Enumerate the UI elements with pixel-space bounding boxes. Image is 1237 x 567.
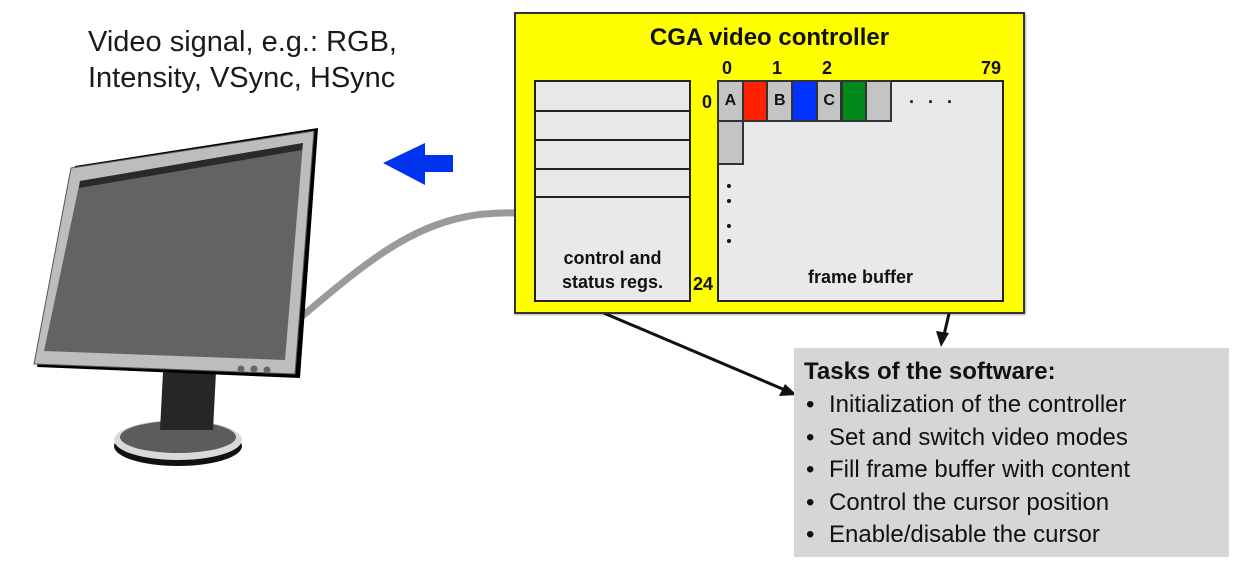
register-divider [536,196,689,198]
frame-buffer-cell [791,80,818,122]
video-signal-line-1: Video signal, e.g.: RGB, [88,26,397,58]
monitor-icon [33,128,318,466]
bullet-icon: • [806,391,815,418]
column-label-79: 79 [981,58,1002,78]
tasks-list: • Initialization of the controller • Set an… [804,389,1219,552]
frame-buffer-label: frame buffer [807,267,914,287]
column-label-0: 0 [722,58,733,78]
frame-buffer-cell-row-1 [717,120,744,165]
register-divider [536,110,689,112]
bullet-icon: • [806,521,815,548]
vertical-ellipsis-dot [727,239,731,243]
arrow-left-icon [383,143,453,185]
bullet-icon: • [806,488,815,516]
row-label-24: 24 [693,274,714,294]
horizontal-ellipsis: · · · [909,92,957,112]
column-label-2: 2 [822,58,833,78]
frame-buffer-cell: C [815,80,843,122]
task-item: • Fill frame buffer with content [804,454,1219,487]
frame-buffer-cell: B [766,80,794,122]
task-item: • Enable/disable the cursor [804,519,1219,552]
cable-icon [296,209,520,322]
tasks-title: Tasks of the software: [804,358,1056,385]
software-tasks-panel: Tasks of the software: • Initialization o… [794,348,1229,557]
task-item-text: Control the cursor position [829,488,1110,516]
frame-buffer-cell [840,80,868,122]
task-item: • Set and switch video modes [804,422,1219,455]
task-item: • Initialization of the controller [804,389,1219,422]
vertical-ellipsis-dot [727,199,731,203]
frame-buffer-cell [741,80,769,122]
registers-label-line-1: control and [563,248,662,268]
vertical-ellipsis-dot [727,224,731,228]
registers-label: control and status regs. [536,246,689,294]
vertical-ellipsis-dot [727,184,731,188]
task-item-text: Enable/disable the cursor [829,521,1100,548]
cga-controller-box: CGA video controller control and status … [514,12,1025,314]
register-divider [536,168,689,170]
task-item-text: Initialization of the controller [829,391,1127,418]
registers-label-line-2: status regs. [561,272,664,292]
task-item-text: Fill frame buffer with content [829,456,1131,483]
video-signal-label: Video signal, e.g.: RGB, Intensity, VSyn… [88,24,397,96]
register-divider [536,139,689,141]
row-label-0: 0 [702,92,713,112]
column-label-1: 1 [772,58,783,78]
control-status-registers: control and status regs. [534,80,691,302]
controller-title: CGA video controller [649,24,890,51]
task-item: • Control the cursor position [804,487,1219,520]
frame-buffer-cell [865,80,892,122]
video-signal-line-2: Intensity, VSync, HSync [88,62,396,94]
bullet-icon: • [806,423,815,451]
bullet-icon: • [806,456,815,483]
task-item-text: Set and switch video modes [829,423,1128,451]
frame-buffer-cell: A [717,80,744,122]
arrow-registers-to-tasks [581,302,797,396]
